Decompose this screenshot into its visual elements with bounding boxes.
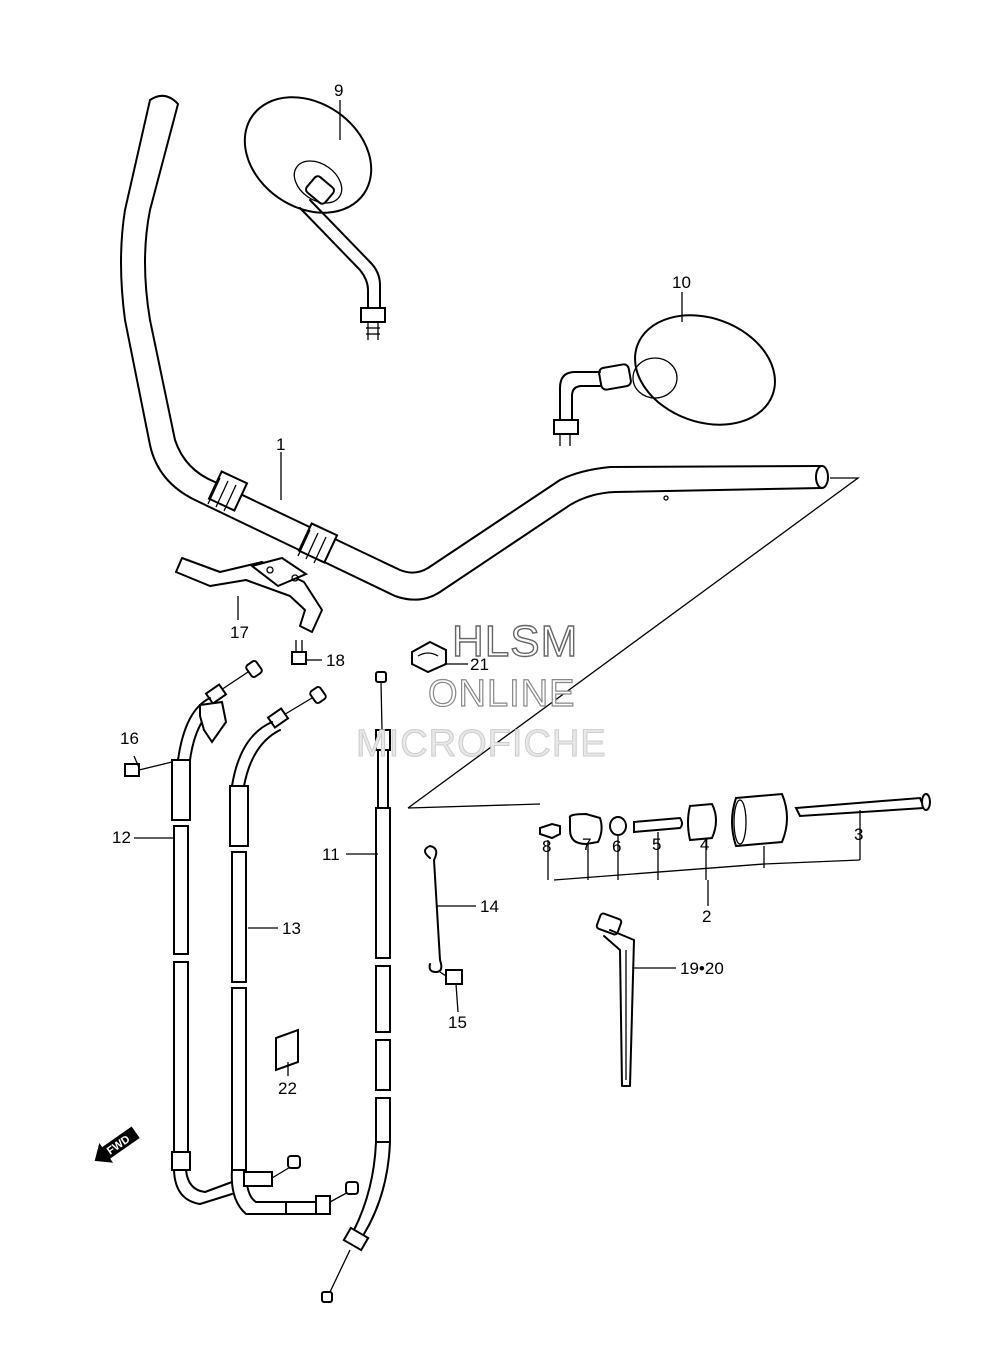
callout-21: 21	[470, 655, 489, 674]
mirror-right	[553, 314, 776, 446]
bolt-16	[124, 761, 173, 777]
callout-1: 1	[276, 435, 285, 454]
callout-3: 3	[854, 825, 863, 844]
clamp-21	[411, 640, 447, 674]
callout-labels: 1 2 3 4 5 6 7 8 9 10 11 12 13 14 15 16 1…	[112, 81, 863, 1098]
callout-8: 8	[542, 837, 551, 856]
callout-17: 17	[230, 623, 249, 642]
fwd-arrow: FWD	[94, 1126, 140, 1163]
bar-end-assembly	[407, 477, 931, 848]
cable-clip-14	[424, 845, 443, 973]
callout-19-20: 19•20	[680, 959, 724, 978]
label-22	[275, 1028, 299, 1072]
mirror-left	[243, 96, 386, 340]
cable-guide-bracket	[175, 556, 323, 633]
clutch-cable-11	[321, 671, 391, 1303]
throttle-cable-12	[171, 660, 263, 1205]
watermark-line2: ONLINE	[428, 673, 575, 715]
callout-9: 9	[334, 81, 343, 100]
watermark-line3: MICROFICHE	[356, 723, 607, 765]
callout-22: 22	[278, 1079, 297, 1098]
cable-tie	[595, 912, 635, 1087]
callout-5: 5	[652, 835, 661, 854]
callout-6: 6	[612, 837, 621, 856]
bolt-15	[439, 969, 463, 985]
callout-10: 10	[672, 273, 691, 292]
callout-16: 16	[120, 729, 139, 748]
callout-12: 12	[112, 828, 131, 847]
watermark-line1: HLSM	[452, 617, 578, 666]
handlebar	[120, 94, 829, 601]
watermark: HLSM ONLINE MICROFICHE	[356, 616, 607, 765]
callout-14: 14	[480, 897, 499, 916]
leader-lines	[133, 100, 861, 1076]
callout-15: 15	[448, 1013, 467, 1032]
callout-4: 4	[700, 835, 709, 854]
bolt-18	[291, 640, 307, 665]
callout-11: 11	[322, 845, 340, 864]
callout-13: 13	[282, 919, 301, 938]
callout-18: 18	[326, 651, 345, 670]
callout-7: 7	[582, 835, 591, 854]
callout-2: 2	[702, 907, 711, 926]
throttle-cable-13	[229, 686, 359, 1215]
